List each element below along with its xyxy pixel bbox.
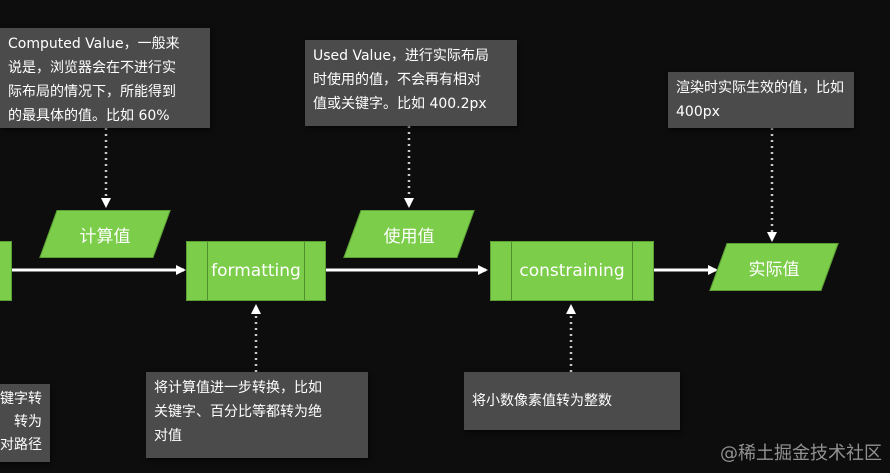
note-formatting: 将计算值进一步转换，比如 关键字、百分比等都转为绝 对值 [146,372,368,458]
node-computed-value: 计算值 [39,210,171,258]
note-used-value: Used Value，进行实际布局 时使用的值，不会再有相对 值或关键字。比如 … [305,40,517,126]
note-constraining: 将小数像素值转为整数 [464,372,680,430]
note-actual-value: 渲染时实际生效的值，比如 400px [668,72,854,128]
watermark: @稀土掘金技术社区 [720,443,882,464]
node-actual-value: 实际值 [709,243,839,291]
node-used-value: 使用值 [343,210,475,258]
node-constraining: constraining [490,241,654,301]
node-formatting: formatting [186,241,326,301]
partial-process-box [0,241,12,301]
note-left-partial: 键字转 转为 对路径 [0,384,50,462]
note-computed-value: Computed Value，一般来 说是，浏览器会在不进行实 际布局的情况下，… [0,28,210,128]
